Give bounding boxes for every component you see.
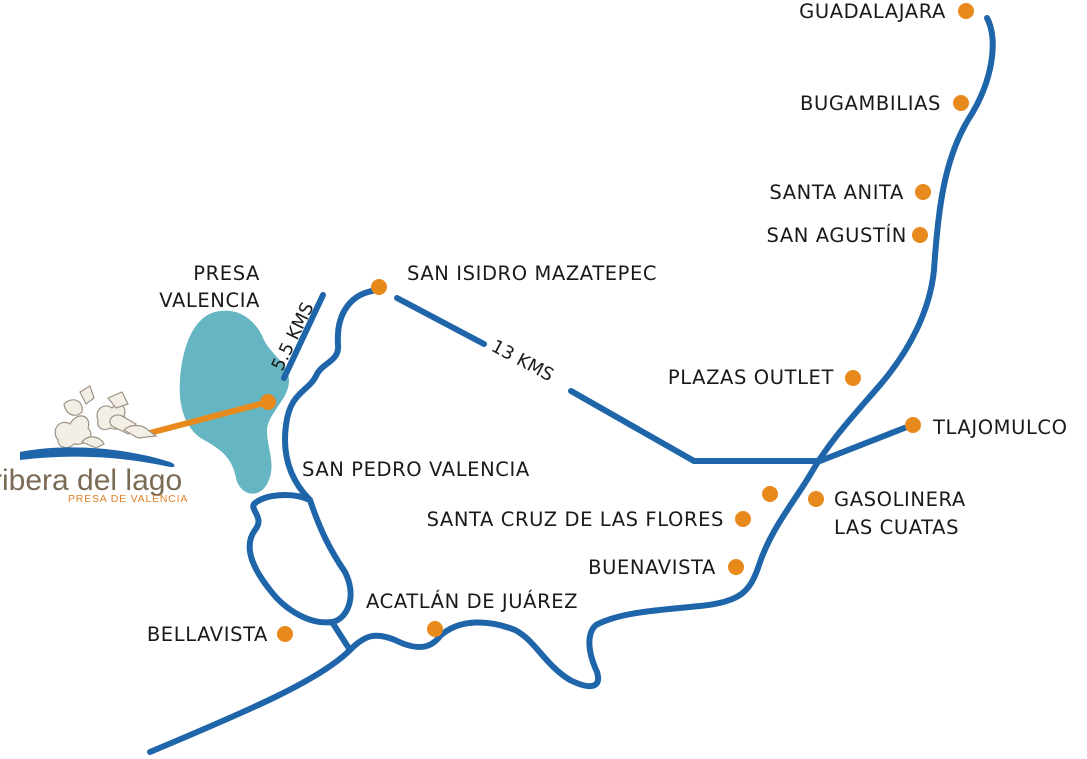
label-gasolinera-1: GASOLINERA [834,488,966,511]
pelicans-flock-icon [54,385,158,449]
road-13-kms-b [568,388,697,464]
label-bellavista: BELLAVISTA [147,623,268,646]
label-santa-anita: SANTA ANITA [769,181,904,204]
label-presa-2: VALENCIA [159,289,260,312]
road-13-kms-a [394,295,487,347]
road-loop-connector [329,619,353,653]
logo-wave [20,447,175,468]
label-plazas-outlet: PLAZAS OUTLET [668,366,834,389]
marker-buenavista[interactable] [728,559,744,575]
place-labels: GUADALAJARA BUGAMBILIAS SANTA ANITA SAN … [147,0,1068,646]
label-santa-cruz: SANTA CRUZ DE LAS FLORES [427,508,724,531]
label-gasolinera-2: LAS CUATAS [834,516,959,539]
route-to-lake [143,399,271,437]
marker-gasolinera-2[interactable] [762,486,778,502]
distance-13-kms: 13 KMS [488,336,557,386]
label-san-agustin: SAN AGUSTÍN [767,224,907,247]
marker-guadalajara[interactable] [958,3,974,19]
label-tlajomulco: TLAJOMULCO [932,416,1068,439]
road-san-isidro-san-pedro [282,287,382,503]
label-presa-1: PRESA [193,262,260,285]
label-san-pedro: SAN PEDRO VALENCIA [302,458,530,481]
marker-acatlan[interactable] [427,621,443,637]
highway-guadalajara-tlajomulco [147,15,996,755]
logo: ribera del lago PRESA DE VALENCIA [0,385,188,505]
marker-plazas-outlet[interactable] [845,370,861,386]
marker-bellavista[interactable] [277,626,293,642]
marker-santa-cruz[interactable] [735,511,751,527]
road-to-tlajomulco [691,422,915,464]
road-loop [246,492,354,626]
logo-tagline: PRESA DE VALENCIA [68,493,188,505]
roads [147,15,996,755]
label-acatlan: ACATLÁN DE JUÁREZ [366,590,578,613]
marker-gasolinera[interactable] [808,491,824,507]
place-markers [260,3,974,642]
road-5-5-kms [281,292,326,381]
label-san-isidro: SAN ISIDRO MAZATEPEC [407,262,657,285]
label-bugambilias: BUGAMBILIAS [800,92,941,115]
presa-valencia-lake [179,310,290,494]
label-guadalajara: GUADALAJARA [799,0,946,23]
marker-presa-valencia[interactable] [260,394,276,410]
marker-bugambilias[interactable] [953,95,969,111]
marker-santa-anita[interactable] [915,184,931,200]
marker-san-agustin[interactable] [912,227,928,243]
logo-name: ribera del lago [0,464,182,497]
label-buenavista: BUENAVISTA [588,556,716,579]
marker-tlajomulco[interactable] [905,417,921,433]
marker-san-isidro[interactable] [371,279,387,295]
